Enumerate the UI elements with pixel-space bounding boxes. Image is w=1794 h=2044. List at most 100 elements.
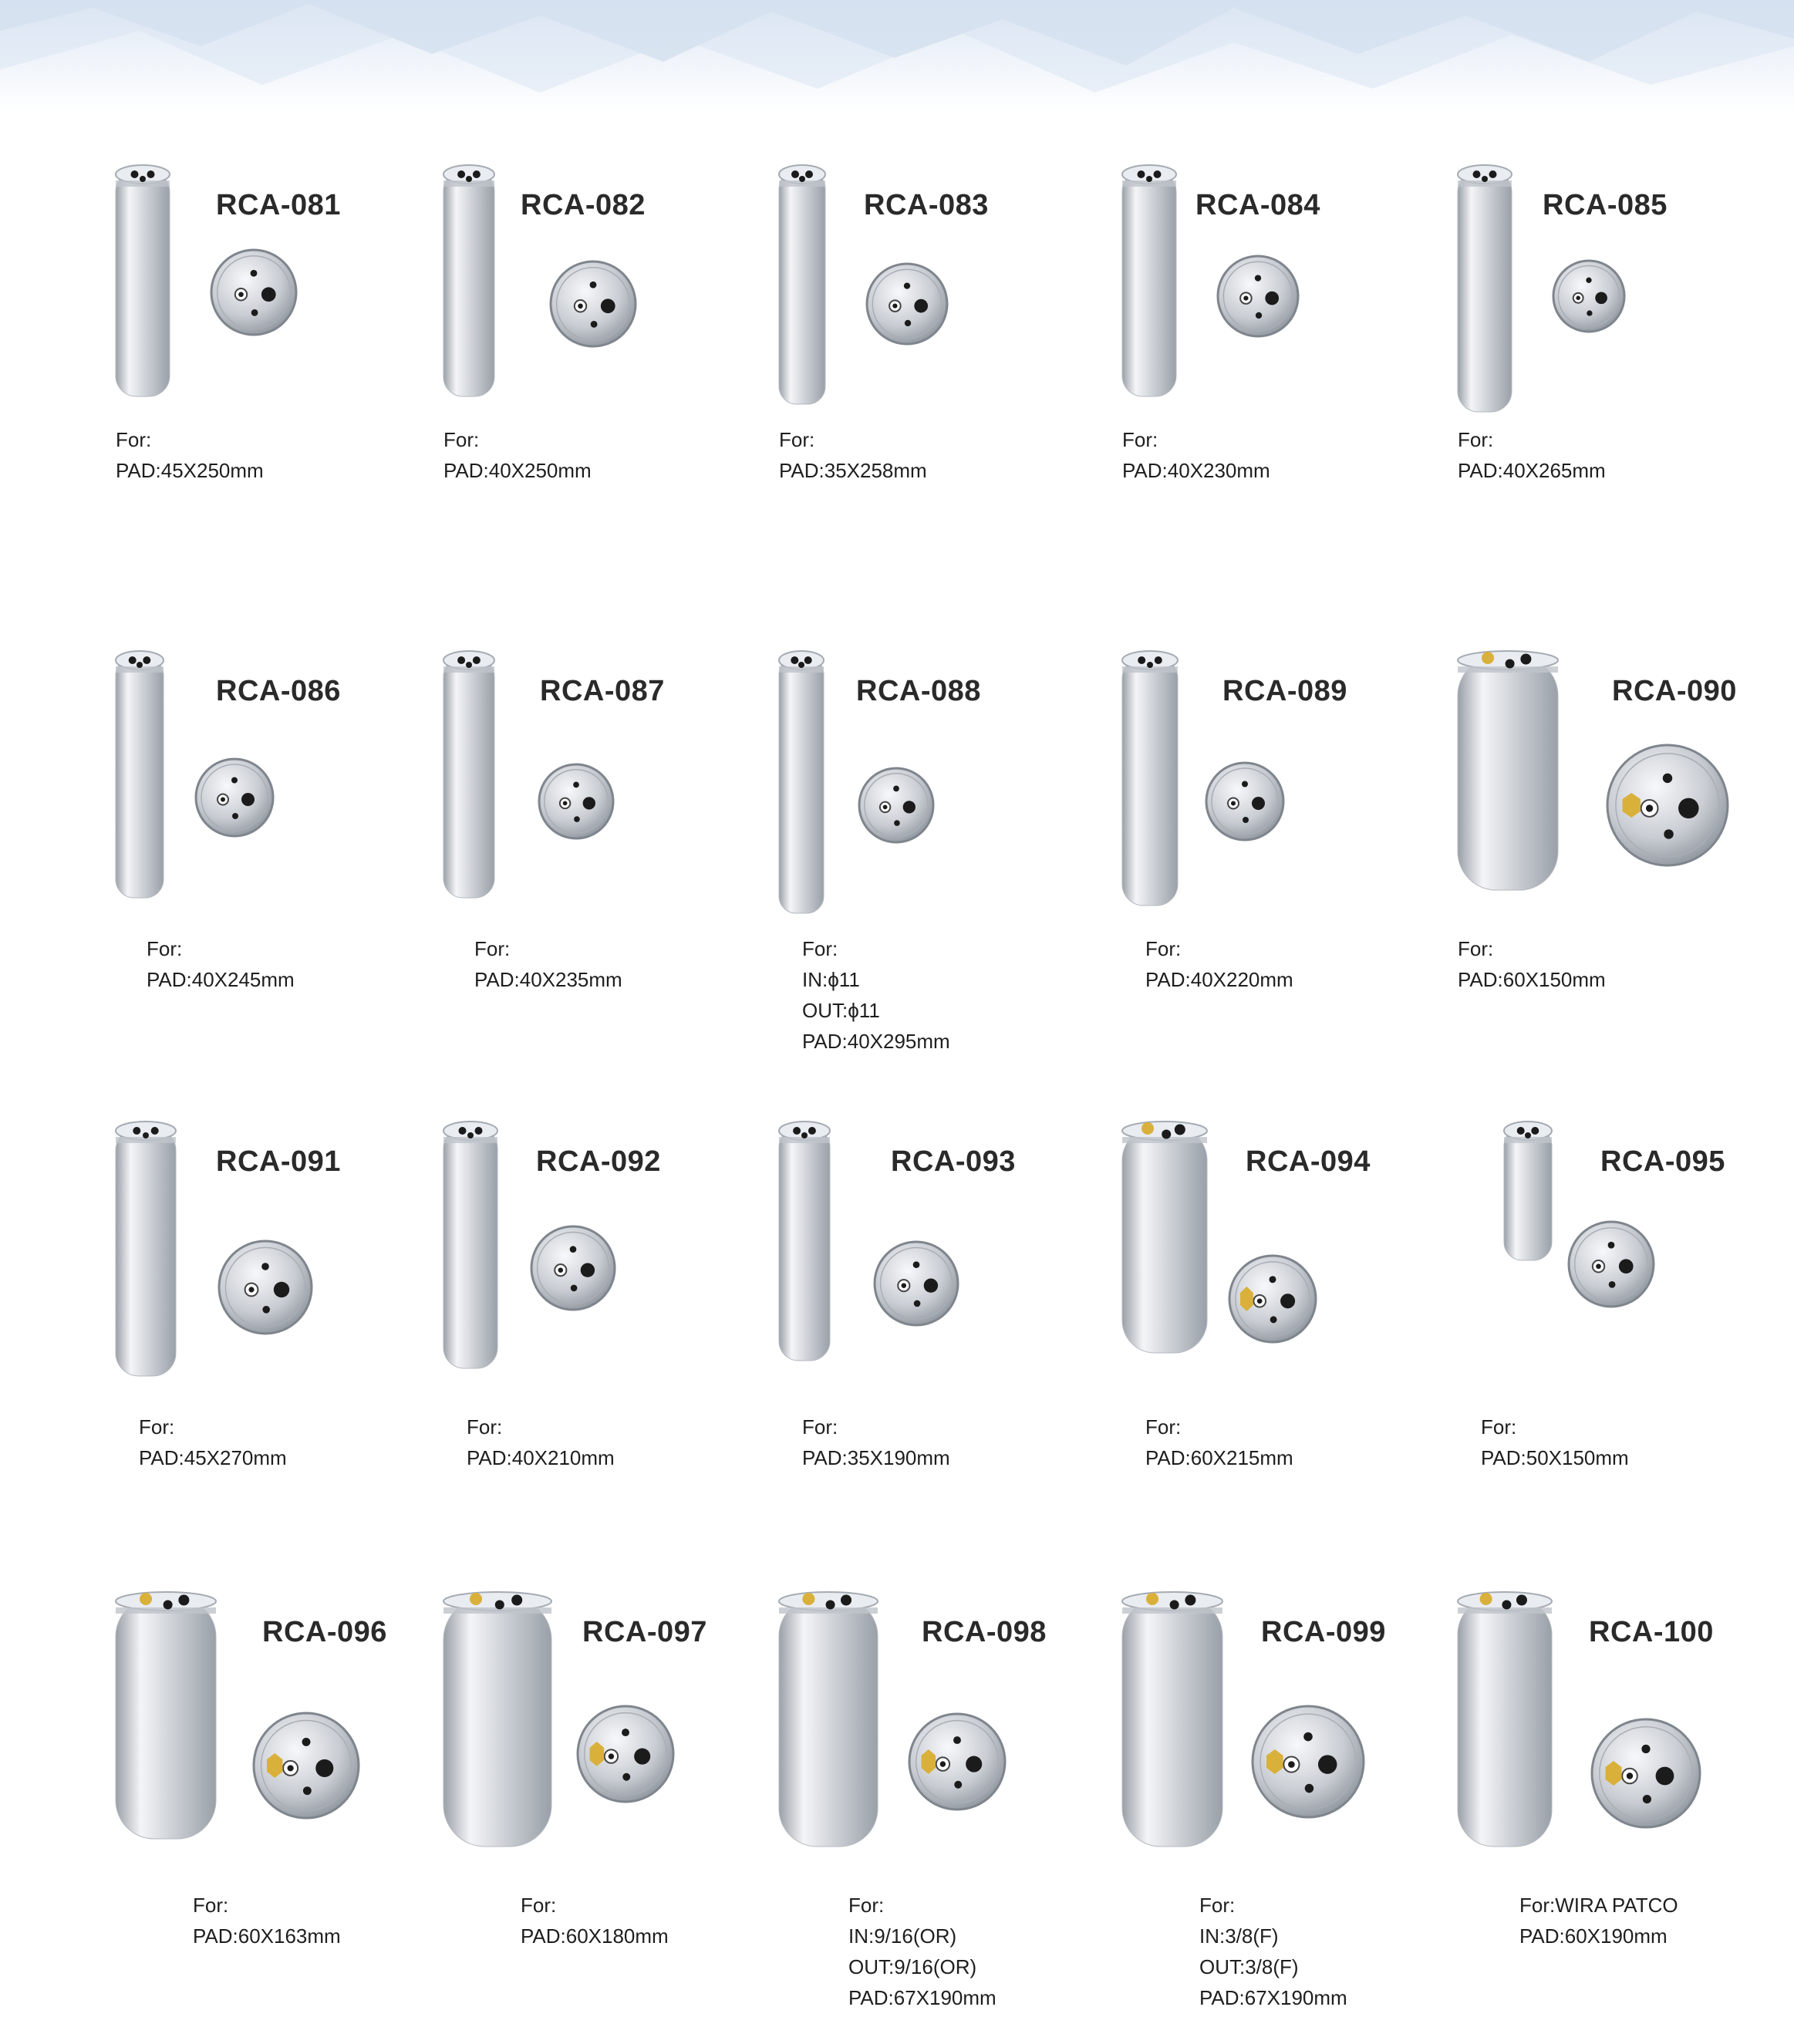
drier-end-cap-image <box>1590 1718 1701 1829</box>
product-code: RCA-100 <box>1589 1616 1714 1648</box>
spec-line: PAD:40X210mm <box>467 1446 615 1469</box>
application-line: For: <box>779 428 815 451</box>
spec-line: IN:3/8(F) <box>1199 1924 1279 1948</box>
spec-line: OUT:3/8(F) <box>1199 1955 1299 1978</box>
product-code: RCA-090 <box>1612 675 1737 707</box>
product-specs: For: PAD:40X235mm <box>474 933 622 995</box>
product-code: RCA-096 <box>262 1616 387 1648</box>
application-line: For: <box>1481 1415 1517 1439</box>
spec-line: PAD:67X190mm <box>848 1986 996 2009</box>
spec-line: PAD:35X258mm <box>779 459 927 482</box>
drier-body-image <box>1503 1121 1553 1261</box>
header-sky-banner <box>0 0 1794 116</box>
drier-body-image <box>443 650 495 899</box>
application-line: For: <box>147 937 183 960</box>
application-line: For: <box>474 937 511 960</box>
drier-end-cap-image <box>549 260 637 348</box>
spec-line: PAD:35X190mm <box>802 1446 950 1469</box>
drier-end-cap-image <box>1251 1705 1365 1819</box>
drier-end-cap-image <box>1228 1254 1317 1344</box>
spec-line: PAD:45X270mm <box>139 1446 287 1469</box>
drier-body-image <box>1457 650 1559 891</box>
product-specs: For: PAD:45X270mm <box>139 1412 287 1473</box>
product-specs: For:IN:9/16(OR)OUT:9/16(OR)PAD:67X190mm <box>848 1890 996 2013</box>
application-line: For: <box>139 1415 175 1439</box>
product-specs: For:PAD:50X150mm <box>1481 1412 1629 1473</box>
product-code: RCA-092 <box>536 1145 661 1178</box>
drier-body-image <box>1457 1591 1553 1847</box>
application-line: For: <box>521 1894 557 1917</box>
application-line: For: <box>1199 1894 1236 1917</box>
drier-end-cap-image <box>865 262 949 346</box>
spec-line: OUT:ϕ11 <box>802 999 880 1022</box>
application-line: For: <box>802 1415 838 1439</box>
product-specs: For:PAD:60X163mm <box>193 1890 341 1951</box>
product-specs: For: PAD:45X250mm <box>116 424 264 486</box>
product-specs: For:PAD:40X220mm <box>1145 933 1293 995</box>
product-specs: For:PAD:40X265mm <box>1458 424 1606 486</box>
spec-line: PAD:45X250mm <box>116 459 264 482</box>
drier-body-image <box>1457 164 1512 413</box>
product-specs: For: PAD:35X258mm <box>779 424 927 486</box>
application-line: For: <box>116 428 152 451</box>
product-specs: For:PAD:60X215mm <box>1145 1412 1293 1473</box>
drier-body-image <box>778 1121 831 1361</box>
product-code: RCA-099 <box>1261 1616 1386 1648</box>
product-code: RCA-085 <box>1543 189 1668 221</box>
spec-line: PAD:40X235mm <box>474 968 622 991</box>
drier-end-cap-image <box>1216 255 1300 338</box>
application-line: For: <box>443 428 480 451</box>
product-code: RCA-084 <box>1195 189 1320 221</box>
drier-body-image <box>778 650 824 914</box>
drier-body-image <box>1121 1121 1208 1354</box>
drier-body-image <box>1121 164 1177 397</box>
product-code: RCA-082 <box>521 189 646 221</box>
application-line: For: <box>1145 937 1182 960</box>
spec-line: PAD:60X215mm <box>1145 1446 1293 1469</box>
drier-end-cap-image <box>858 767 935 844</box>
drier-end-cap-image <box>538 763 615 840</box>
spec-line: PAD:60X150mm <box>1458 968 1606 991</box>
product-code: RCA-087 <box>540 675 665 707</box>
product-code: RCA-083 <box>864 189 989 221</box>
application-line: For: <box>1458 937 1494 960</box>
spec-line: PAD:40X245mm <box>147 968 295 991</box>
product-code: RCA-086 <box>216 675 341 707</box>
spec-line: IN:9/16(OR) <box>848 1924 957 1948</box>
drier-end-cap-image <box>1606 744 1729 867</box>
product-code: RCA-097 <box>582 1616 707 1648</box>
spec-line: OUT:9/16(OR) <box>848 1955 977 1978</box>
product-code: RCA-091 <box>216 1145 341 1178</box>
application-line: For: <box>1122 428 1158 451</box>
drier-body-image <box>443 1591 552 1847</box>
drier-end-cap-image <box>218 1240 313 1335</box>
drier-body-image <box>778 164 826 405</box>
product-code: RCA-089 <box>1222 675 1347 707</box>
application-line: For: <box>1458 428 1494 451</box>
drier-body-image <box>778 1591 878 1847</box>
drier-end-cap-image <box>252 1712 360 1820</box>
product-code: RCA-094 <box>1246 1145 1371 1178</box>
product-specs: For:PAD:60X180mm <box>521 1890 669 1951</box>
product-code: RCA-093 <box>891 1145 1016 1178</box>
drier-body-image <box>115 1121 177 1377</box>
product-code: RCA-088 <box>856 675 981 707</box>
spec-line: PAD:40X295mm <box>802 1030 950 1053</box>
application-line: For: <box>193 1894 229 1917</box>
